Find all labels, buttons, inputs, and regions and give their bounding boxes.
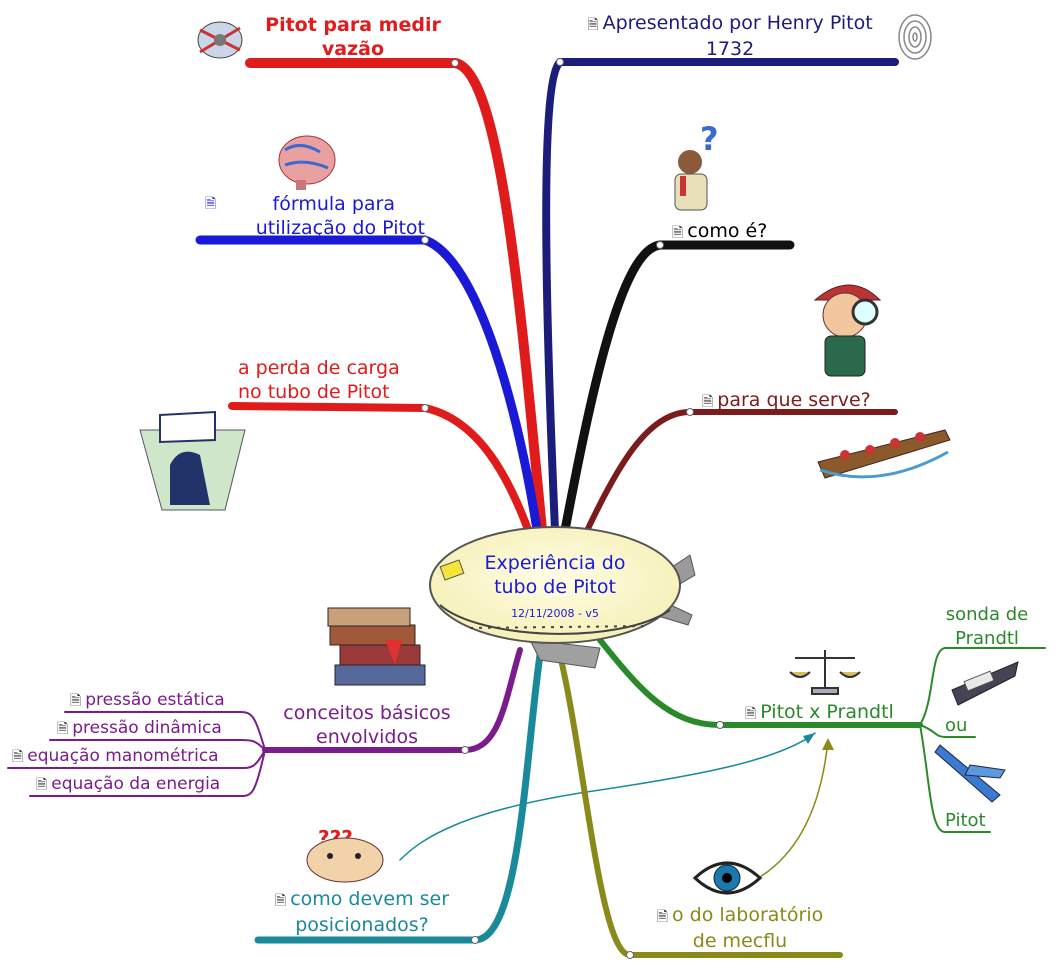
branch-conceitos[interactable]: conceitos básicos envolvidos xyxy=(272,701,462,749)
branch-label-line2: utilização do Pitot xyxy=(255,217,425,239)
branch-pitot-vazao[interactable]: Pitot para medir vazão xyxy=(258,13,448,61)
central-title-line1: Experiência do xyxy=(484,552,626,574)
branch-label-line1: Pitot para medir xyxy=(265,14,441,36)
concept-item[interactable]: 🗎equação da energia xyxy=(36,772,220,797)
branch-como-e[interactable]: 🗎como é? xyxy=(672,219,767,245)
branch-posicionados[interactable]: 🗎como devem ser posicionados? xyxy=(262,887,462,937)
concept-item[interactable]: 🗎equação manométrica xyxy=(12,744,219,769)
central-topic[interactable]: Experiência do tubo de Pitot 12/11/2008 … xyxy=(455,551,655,620)
document-icon: 🗎 xyxy=(36,777,48,793)
document-icon: 🗎 xyxy=(745,706,757,722)
central-subtitle: 12/11/2008 - v5 xyxy=(511,607,599,620)
branch-label-line2: vazão xyxy=(321,38,385,60)
bug-icon xyxy=(197,21,243,59)
ship-icon xyxy=(951,661,1019,706)
branch-label-line2: no tubo de Pitot xyxy=(238,381,390,403)
brain-icon xyxy=(278,135,336,190)
concept-item[interactable]: 🗎pressão dinâmica xyxy=(57,716,222,741)
branch-henry-pitot[interactable]: 🗎Apresentado por Henry Pitot 1732 xyxy=(565,11,895,61)
svg-text:?: ? xyxy=(700,120,719,158)
document-icon: 🗎 xyxy=(57,721,69,737)
confused-face-icon: ??? xyxy=(306,826,384,883)
branch-label-line2: envolvidos xyxy=(316,726,418,748)
reading-head-icon xyxy=(139,410,246,511)
branch-label: Pitot x Prandtl xyxy=(760,701,894,723)
scales-icon xyxy=(789,650,861,695)
concept-label: equação da energia xyxy=(51,774,221,794)
concept-item[interactable]: 🗎pressão estática xyxy=(70,688,225,713)
branch-sonda-prandtl[interactable]: sonda de Prandtl xyxy=(942,603,1032,651)
concept-label: pressão dinâmica xyxy=(72,718,222,738)
branch-label-line1: como devem ser xyxy=(290,888,450,910)
branch-label-line1: conceitos básicos xyxy=(283,702,451,724)
branch-label: Pitot xyxy=(945,810,986,831)
detective-icon xyxy=(813,284,882,377)
branch-label-line2: de mecflu xyxy=(692,930,788,952)
branch-label-line1: o do laboratório xyxy=(672,904,824,926)
document-icon: 🗎 xyxy=(274,893,287,909)
eye-icon xyxy=(692,861,763,895)
connection-nodes xyxy=(421,58,724,959)
thinking-man-icon: ? xyxy=(674,120,719,211)
branch-perda-carga[interactable]: a perda de carga no tubo de Pitot xyxy=(238,356,400,404)
branch-lines xyxy=(7,58,1046,958)
branch-label-line2: 1732 xyxy=(705,38,755,60)
branch-label-line1: a perda de carga xyxy=(238,357,400,379)
document-icon: 🗎 xyxy=(70,693,82,709)
branch-laboratorio[interactable]: 🗎o do laboratório de mecflu xyxy=(640,903,840,953)
document-icon: 🗎 xyxy=(702,394,714,410)
boat-icon xyxy=(817,429,951,479)
airplane-icon xyxy=(934,744,1006,803)
branch-label-line2: posicionados? xyxy=(295,914,429,936)
branch-pitot-prandtl[interactable]: 🗎Pitot x Prandtl xyxy=(745,700,894,726)
branch-formula[interactable]: 🗎 fórmula para utilização do Pitot xyxy=(205,192,425,240)
document-icon: 🗎 xyxy=(656,909,668,925)
concept-label: pressão estática xyxy=(85,690,225,710)
branch-label-line1: sonda de xyxy=(945,604,1029,625)
branch-pitot[interactable]: Pitot xyxy=(945,809,986,833)
branch-label: para que serve? xyxy=(717,389,871,411)
document-icon: 🗎 xyxy=(587,17,599,33)
branch-label: como é? xyxy=(687,220,768,242)
central-title-line2: tubo de Pitot xyxy=(494,576,616,598)
document-icon: 🗎 xyxy=(205,196,217,212)
concept-label: equação manométrica xyxy=(27,746,219,766)
document-icon: 🗎 xyxy=(12,749,24,765)
branch-para-que-serve[interactable]: 🗎para que serve? xyxy=(702,388,871,414)
branch-ou[interactable]: ou xyxy=(945,714,967,738)
books-icon xyxy=(327,607,426,686)
fingerprint-icon xyxy=(898,14,932,60)
branch-label: ou xyxy=(945,715,968,736)
branch-label-line2: Prandtl xyxy=(955,628,1019,649)
branch-label-line1: Apresentado por Henry Pitot xyxy=(602,12,873,34)
airplane-center-icon xyxy=(429,526,696,669)
document-icon: 🗎 xyxy=(672,225,684,241)
branch-label-line1: fórmula para xyxy=(272,193,395,215)
